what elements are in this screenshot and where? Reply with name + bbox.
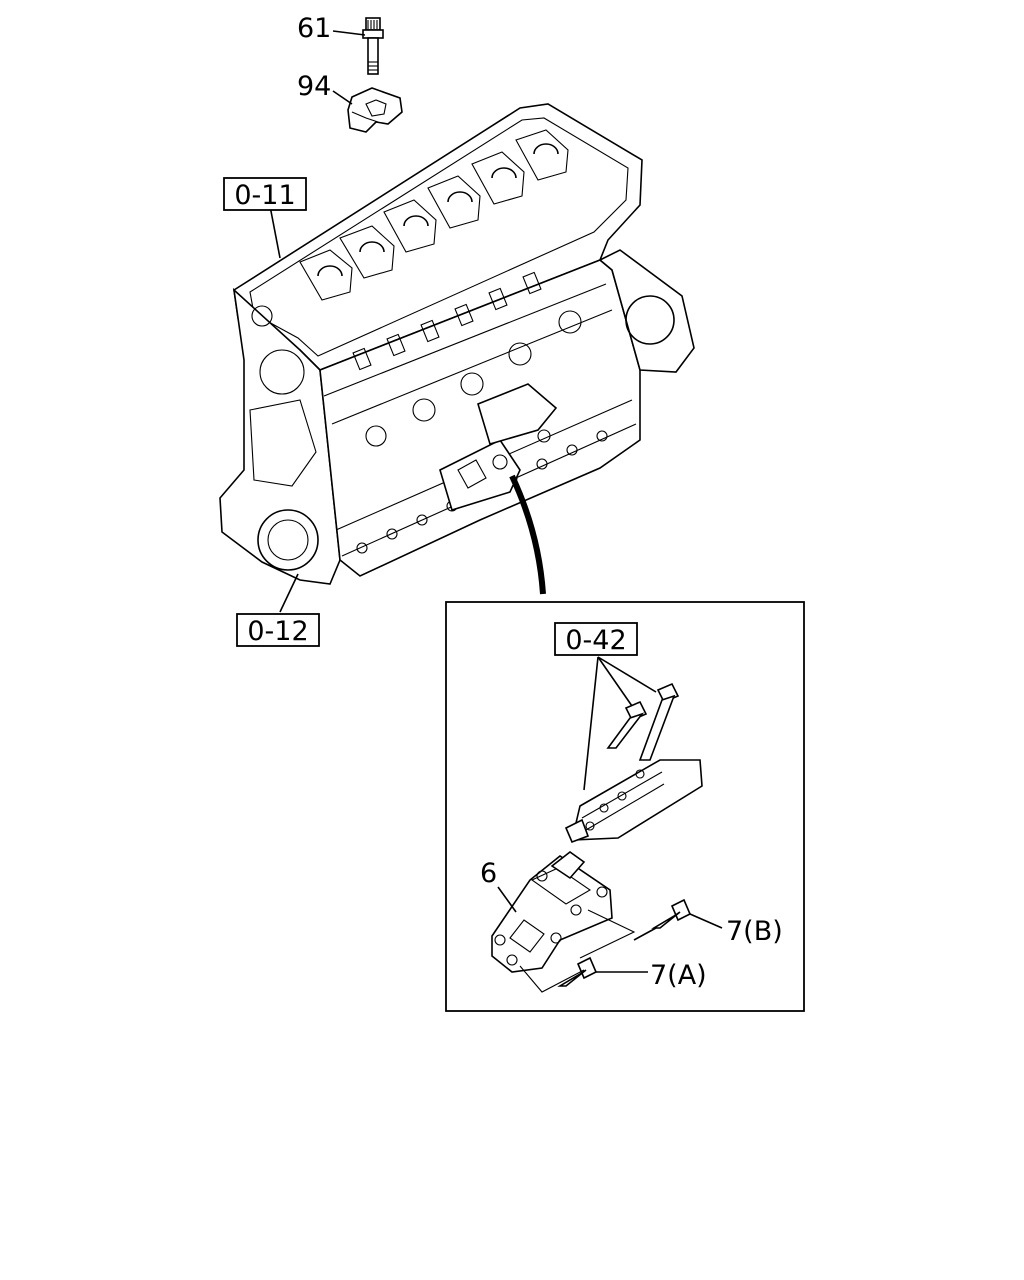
detail-callout-line: [509, 474, 546, 595]
ref-box-0-12: [236, 613, 320, 647]
ref-label-0-42: 0-42: [565, 625, 626, 656]
part-label-7a: 7(A): [650, 960, 707, 991]
bracket-plate-6: [491, 851, 613, 973]
leader-0-42-b: [597, 656, 633, 707]
leader-0-42-a: [583, 656, 599, 791]
ref-box-0-11: [223, 177, 307, 211]
ref-label-0-12: 0-12: [247, 616, 308, 647]
bracket-line-7a: [519, 965, 585, 993]
cylinder-block: [219, 103, 695, 585]
part-label-94: 94: [297, 71, 331, 102]
bolt-7b: [651, 898, 692, 929]
long-bolt-right: [638, 682, 680, 761]
leader-ref-0-12: [279, 573, 299, 613]
stud-bolt-61: [362, 17, 384, 75]
leader-7b-a: [633, 927, 657, 941]
long-bolt-left: [606, 700, 648, 749]
ref-label-0-11: 0-11: [234, 180, 295, 211]
leader-7b: [689, 913, 723, 929]
bracket-line-7b: [579, 909, 636, 959]
ref-box-0-42: [554, 622, 638, 656]
rail-assembly: [564, 759, 703, 844]
part-label-6: 6: [480, 858, 497, 889]
leader-94: [332, 90, 353, 105]
bracket-94: [347, 87, 403, 133]
part-label-61: 61: [297, 13, 331, 44]
leader-ref-0-11: [269, 205, 281, 259]
leader-6: [497, 886, 517, 913]
part-label-7b: 7(B): [726, 916, 783, 947]
leader-0-42-c: [597, 656, 657, 693]
leader-61: [332, 30, 366, 36]
